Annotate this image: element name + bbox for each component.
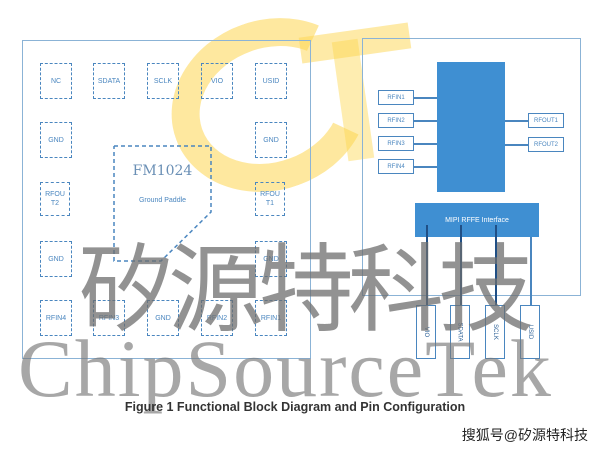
- connector: [505, 144, 529, 146]
- connector: [505, 120, 529, 122]
- pin-bottom: RFIN2: [201, 300, 233, 336]
- control-pin: VIO: [416, 305, 436, 359]
- pin-right: RFOUT1: [255, 182, 285, 216]
- connector: [426, 225, 428, 305]
- block-outline: [362, 38, 581, 296]
- pin-bottom: RFIN1: [255, 300, 287, 336]
- pin-right: GND: [255, 122, 287, 158]
- pin-top: VIO: [201, 63, 233, 99]
- paddle-label: Ground Paddle: [138, 197, 187, 204]
- pin-top: SCLK: [147, 63, 179, 99]
- connector: [413, 143, 437, 145]
- part-number: FM1024: [132, 163, 193, 179]
- rfin-box: RFIN4: [378, 159, 414, 174]
- watermark-en: ChipSourceTek: [18, 323, 553, 414]
- rfin-box: RFIN2: [378, 113, 414, 128]
- rfin-box: RFIN3: [378, 136, 414, 151]
- connector: [413, 120, 437, 122]
- pin-bottom: RFIN3: [93, 300, 125, 336]
- pin-left: GND: [40, 241, 72, 277]
- source-tag: 搜狐号@矽源特科技: [461, 427, 588, 443]
- pin-top: NC: [40, 63, 72, 99]
- pin-right: GND: [255, 241, 287, 277]
- connector: [530, 237, 532, 305]
- control-pin: SDATA: [450, 305, 470, 359]
- rfin-box: RFIN1: [378, 90, 414, 105]
- watermark-cn: 矽源特科技: [78, 234, 534, 346]
- pin-top: USID: [255, 63, 287, 99]
- rf-switch-core: [437, 62, 505, 192]
- pin-left: GND: [40, 122, 72, 158]
- ground-paddle: [113, 145, 212, 262]
- pin-top: SDATA: [93, 63, 125, 99]
- connector: [495, 225, 497, 305]
- rfout-box: RFOUT2: [528, 137, 564, 152]
- rfout-box: RFOUT1: [528, 113, 564, 128]
- pin-bottom: RFIN4: [40, 300, 72, 336]
- control-pin: SCLK: [485, 305, 505, 359]
- pin-bottom: GND: [147, 300, 179, 336]
- connector: [413, 166, 437, 168]
- connector: [460, 225, 462, 305]
- mipi-rffe-interface: MIPI RFFE Interface: [415, 203, 539, 237]
- figure-caption: Figure 1 Functional Block Diagram and Pi…: [124, 400, 466, 414]
- control-pin: USID: [520, 305, 540, 359]
- pin-left: RFOUT2: [40, 182, 70, 216]
- package-outline: [22, 40, 311, 359]
- connector: [413, 97, 437, 99]
